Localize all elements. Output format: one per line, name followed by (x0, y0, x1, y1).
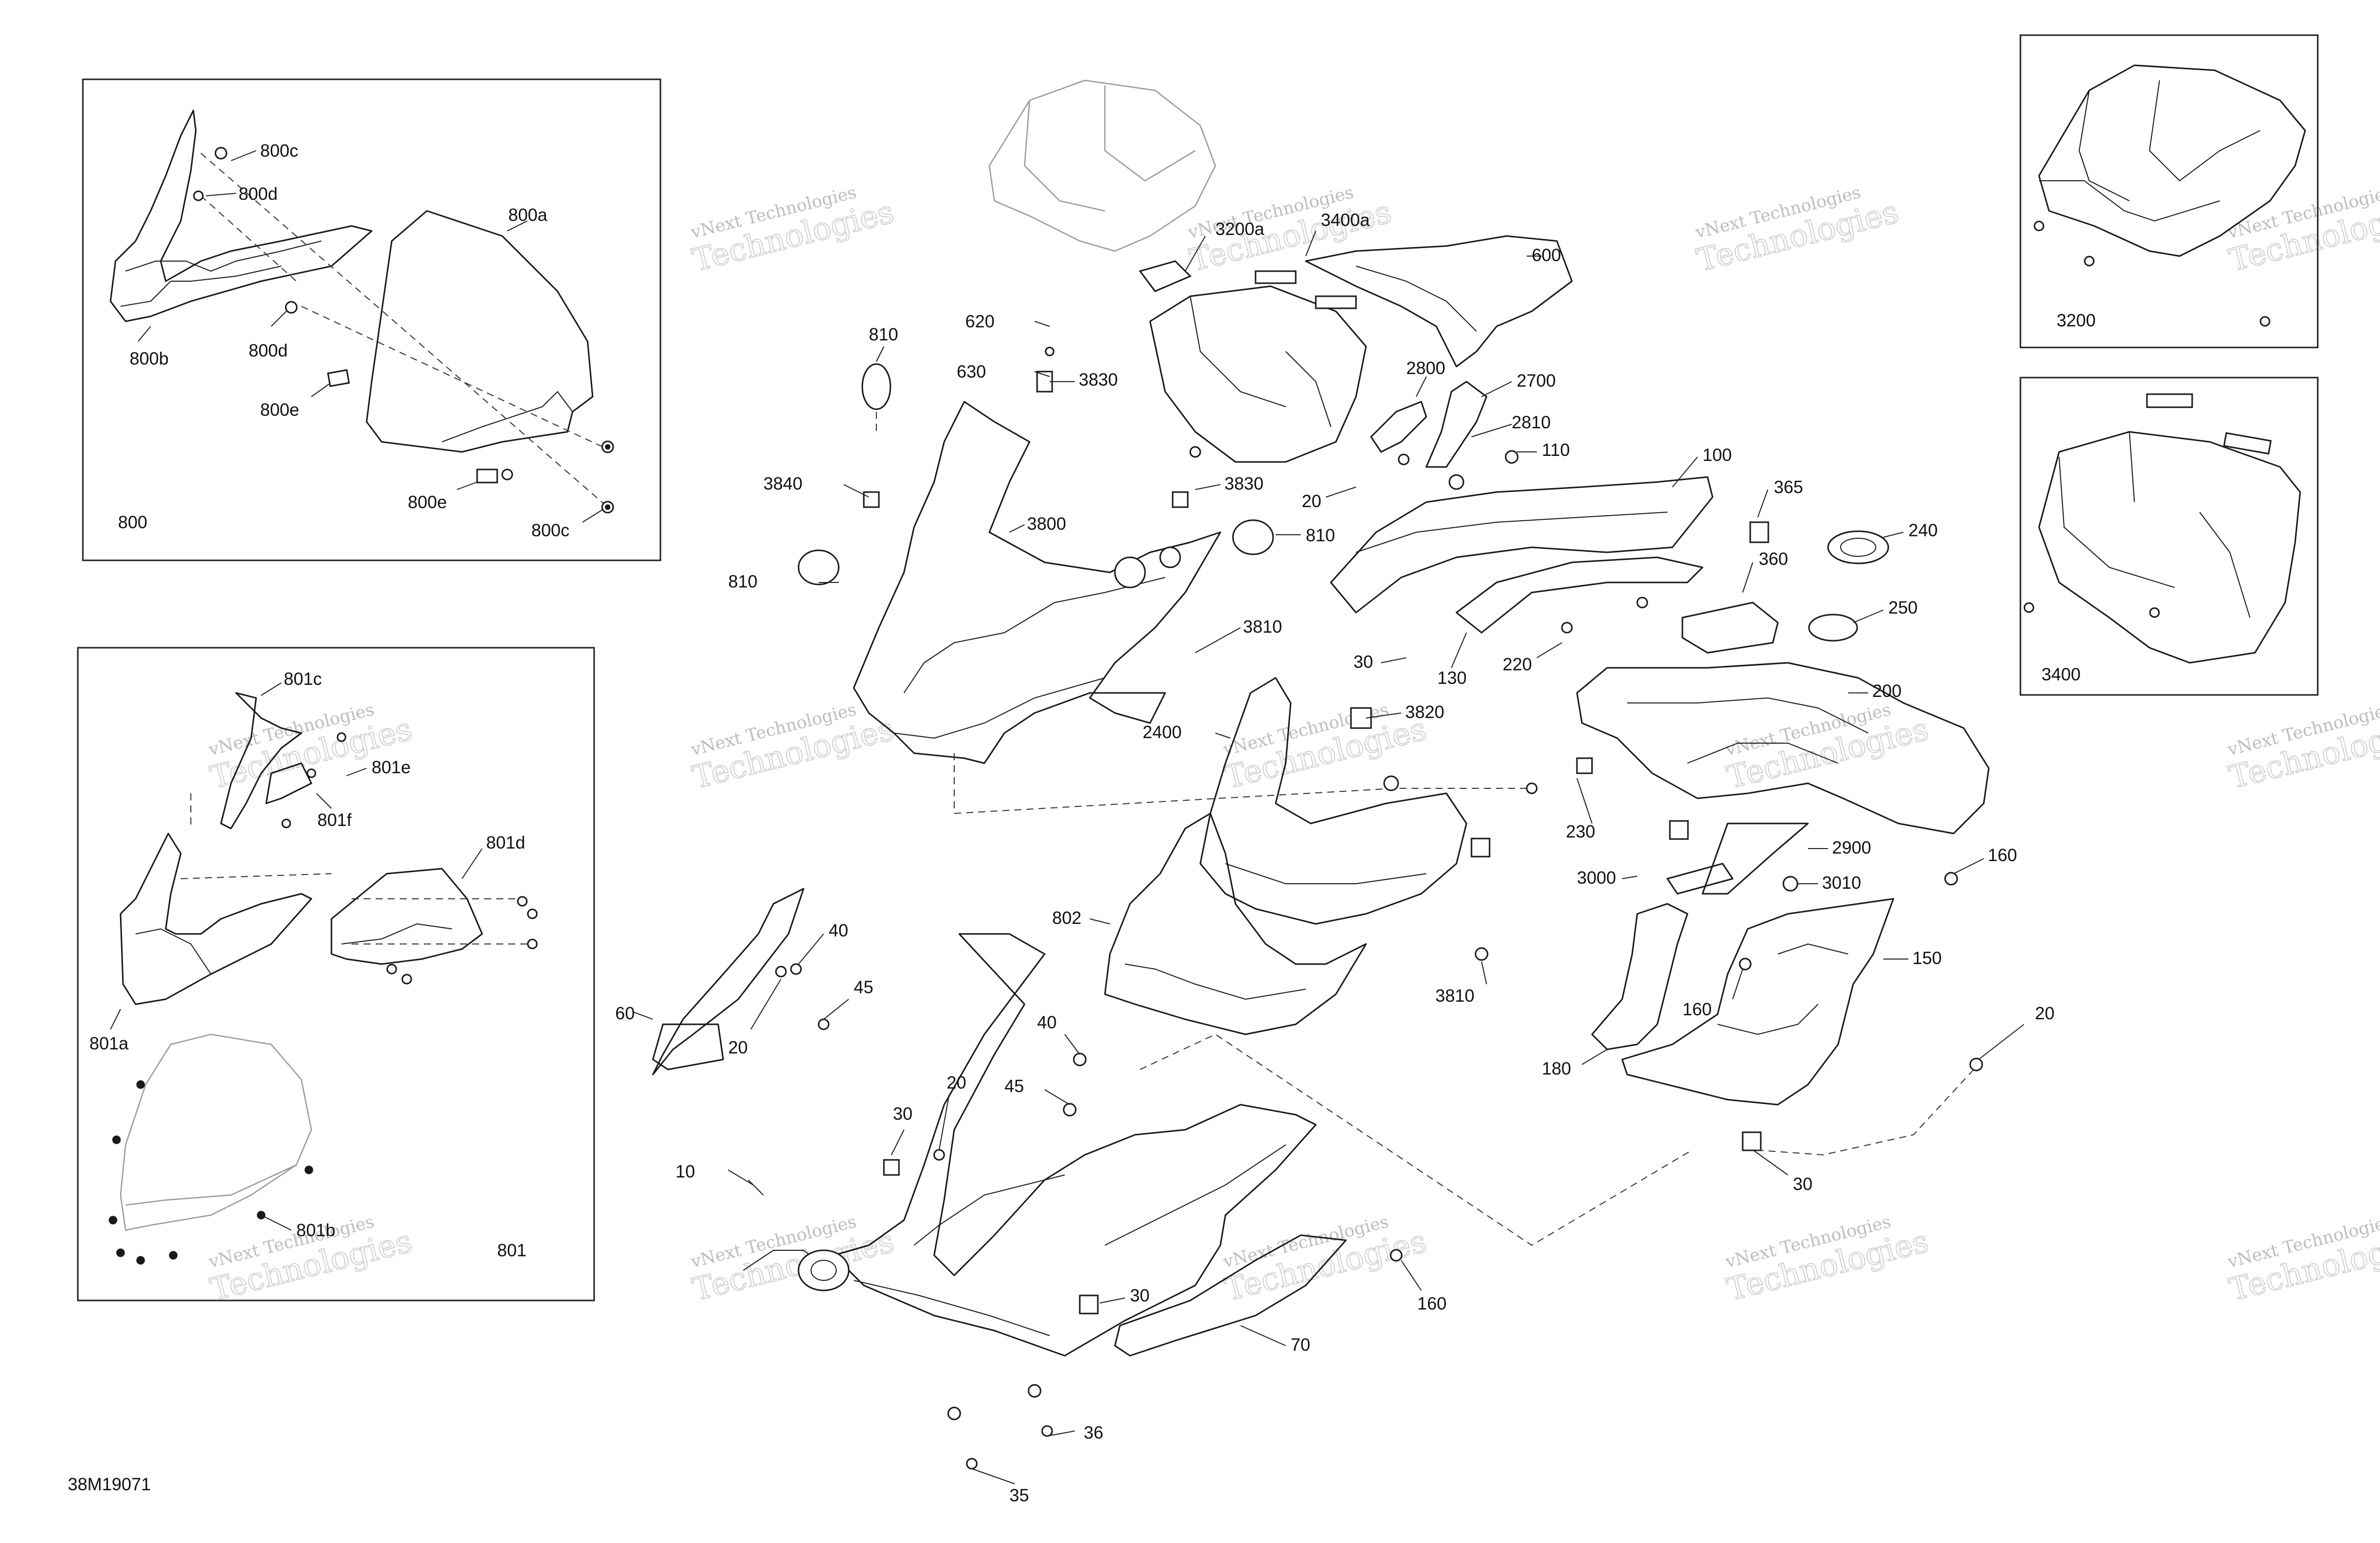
callout-label: 35 (1009, 1486, 1029, 1505)
box-label-3400: 3400 (2042, 665, 2081, 684)
callout-label: 3830 (1224, 474, 1264, 494)
callout-label: 36 (1084, 1423, 1103, 1443)
callout-label: 810 (869, 325, 898, 344)
callout-label: 801a (89, 1034, 129, 1053)
callout-label: 200 (1872, 681, 1901, 701)
callout-label: 30 (1353, 652, 1373, 672)
callout-label: 60 (615, 1004, 635, 1023)
callout-label: 160 (1988, 846, 2017, 865)
callout-label: 810 (728, 572, 757, 591)
box-labels: 800 801 3200 3400 (118, 311, 2096, 1260)
callout-label: 800c (531, 521, 570, 540)
callout-label: 3810 (1435, 986, 1475, 1006)
inset-box-801 (77, 647, 595, 1301)
part-150-assembly (1591, 822, 1983, 1156)
callout-label: 45 (1004, 1077, 1024, 1096)
callout-label: 800e (408, 493, 447, 512)
box-label-800: 800 (118, 513, 147, 532)
callout-label: 100 (1703, 445, 1732, 465)
callout-label: 801b (296, 1221, 335, 1240)
callout-label: 800e (260, 400, 299, 420)
callout-label: 110 (1542, 440, 1570, 460)
callout-label: 20 (728, 1038, 748, 1057)
parts-2700-2800 (1370, 381, 1519, 490)
callout-label: 40 (1037, 1013, 1057, 1032)
callout-label: 20 (2035, 1004, 2055, 1023)
callout-label: 802 (1052, 908, 1081, 928)
callout-label: 45 (854, 978, 873, 997)
watermarks: vNext Technologies Technologies vNext Te… (206, 182, 2380, 1309)
callout-label: 620 (965, 312, 994, 331)
inset-box-3200 (2019, 34, 2319, 348)
callout-label: 160 (1682, 1000, 1712, 1019)
part-200-assembly (1561, 521, 1990, 840)
drawing-number: 38M19071 (68, 1475, 151, 1494)
callout-label: 810 (1306, 526, 1335, 545)
callout-label: 2900 (1832, 838, 1871, 858)
callout-label: 630 (957, 362, 986, 382)
part-801-assembly (108, 692, 538, 1265)
console-and-bin-main (988, 79, 1367, 463)
callout-label: 130 (1437, 668, 1466, 688)
callout-label: 30 (1793, 1174, 1812, 1194)
callout-label: 801c (284, 669, 322, 689)
part-3400-drawing (2023, 393, 2301, 664)
callout-label: 3000 (1577, 868, 1616, 888)
callout-labels: 800c 800a 800d 800b 800d 800e 800e 800c … (89, 141, 2055, 1505)
inset-box-800 (82, 78, 661, 561)
part-3800-assembly (798, 346, 1532, 814)
callout-label: 250 (1888, 598, 1917, 618)
box-label-801: 801 (497, 1241, 526, 1260)
callout-label: 3830 (1079, 370, 1118, 390)
callout-label: 2400 (1143, 723, 1182, 742)
callout-label: 230 (1566, 822, 1595, 842)
callout-label: 20 (947, 1073, 966, 1093)
inset-box-3400 (2019, 377, 2319, 696)
callout-label: 800d (239, 184, 278, 204)
callout-label: 2800 (1406, 359, 1445, 378)
callout-label: 220 (1503, 655, 1532, 674)
callout-label: 3840 (763, 474, 803, 494)
callout-label: 3800 (1027, 514, 1066, 534)
callout-label: 30 (1130, 1286, 1150, 1305)
callout-label: 2700 (1517, 371, 1556, 391)
leader-lines (110, 150, 2024, 1484)
callout-label: 600 (1532, 246, 1561, 265)
part-2400-assembly (1104, 677, 1538, 1035)
callout-label: 800d (249, 341, 288, 361)
part-3200-drawing (2033, 64, 2306, 327)
part-10-assembly (652, 888, 1693, 1470)
part-drawings (108, 64, 2306, 1470)
callout-label: 801e (372, 758, 411, 777)
callout-label: 240 (1908, 521, 1938, 540)
callout-label: 2810 (1512, 413, 1551, 432)
box-label-3200: 3200 (2057, 311, 2096, 330)
callout-label: 801d (486, 833, 525, 853)
callout-label: 180 (1542, 1059, 1571, 1079)
callout-label: 800b (130, 349, 169, 369)
callout-label: 150 (1912, 948, 1942, 968)
part-600-drawing (1305, 235, 1573, 368)
callout-label: 20 (1302, 492, 1321, 511)
callout-label: 801f (317, 810, 352, 830)
callout-label: 365 (1774, 478, 1803, 497)
callout-label: 70 (1291, 1335, 1310, 1355)
callout-label: 800c (260, 141, 298, 161)
inset-boxes (77, 34, 2319, 1301)
part-800-assembly (109, 109, 614, 514)
callout-label: 40 (829, 921, 848, 940)
part-100-drawing (1330, 476, 1714, 634)
callout-label: 3400a (1321, 210, 1370, 230)
callout-label: 3200a (1215, 219, 1265, 239)
callout-label: 3810 (1243, 617, 1282, 637)
callout-label: 160 (1417, 1294, 1446, 1314)
callout-label: 10 (675, 1162, 695, 1181)
callout-label: 3820 (1405, 702, 1444, 722)
callout-label: 800a (508, 205, 547, 225)
callout-label: 3010 (1822, 873, 1861, 893)
callout-label: 30 (893, 1104, 913, 1124)
callout-label: 360 (1759, 549, 1788, 569)
